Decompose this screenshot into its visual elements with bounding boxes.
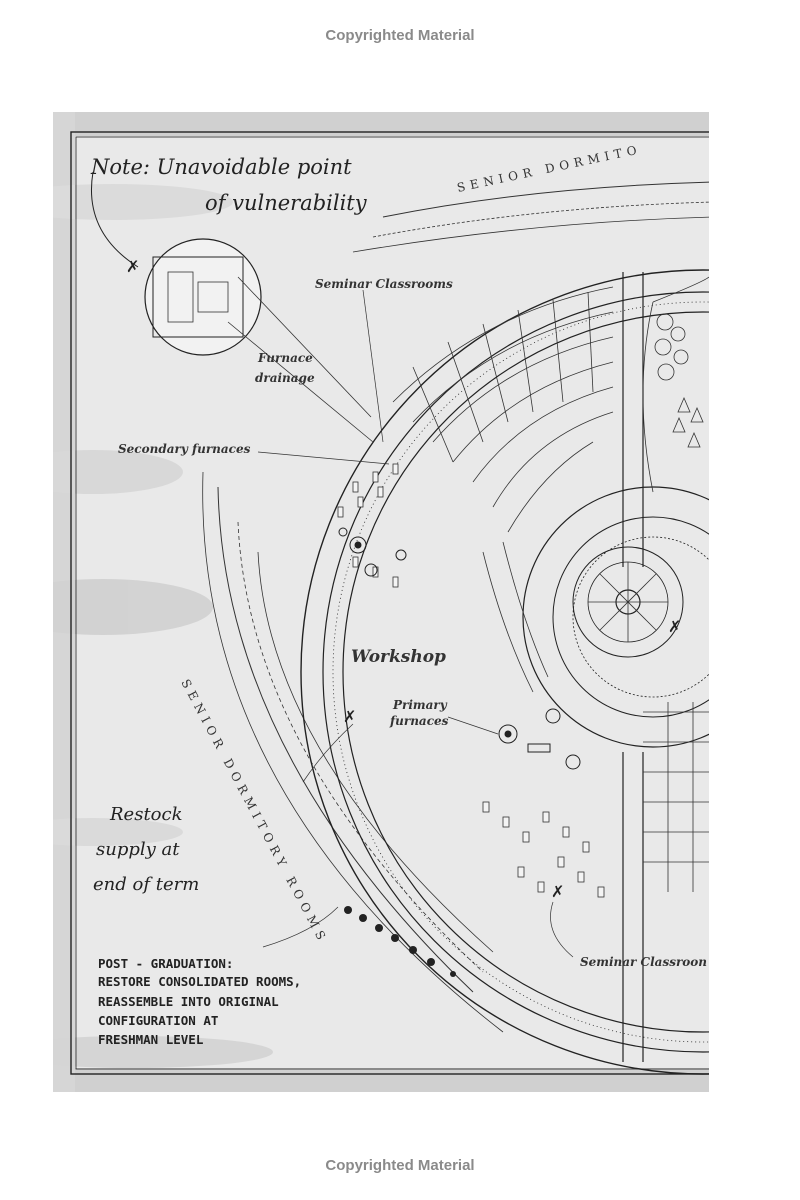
garden-trees: [642, 276, 709, 493]
classroom-blocks: [392, 286, 614, 533]
primary-furnace-cluster: [498, 708, 581, 770]
note-vulnerability-1: Note: Unavoidable point: [90, 155, 352, 179]
svg-text:✗: ✗: [126, 257, 139, 276]
dormitory-arc-top: [352, 181, 709, 253]
note-vulnerability-2: of vulnerability: [205, 191, 368, 215]
secondary-furnace-cluster: [338, 527, 407, 577]
svg-text:✗: ✗: [343, 707, 356, 726]
note-restock-3: end of term: [93, 874, 199, 895]
label-furnace-drainage-2: drainage: [255, 371, 315, 385]
note-post-graduation-4: CONFIGURATION AT: [98, 1013, 218, 1028]
campus-outer-wall: [300, 269, 709, 1075]
leader-lines: [257, 289, 574, 958]
note-post-graduation-1: POST - GRADUATION:: [98, 956, 233, 971]
svg-text:✗: ✗: [668, 617, 681, 636]
dormitory-room-marks: [344, 906, 456, 977]
note-post-graduation-2: RESTORE CONSOLIDATED ROOMS,: [98, 974, 301, 989]
map-border-inner: [75, 136, 709, 1070]
copyright-footer: Copyrighted Material: [325, 1157, 475, 1174]
copyright-header: Copyrighted Material: [325, 27, 475, 44]
note-post-graduation-5: FRESHMAN LEVEL: [98, 1032, 204, 1047]
dormitory-arc-left: [202, 471, 504, 1033]
note-post-graduation-3: REASSEMBLE INTO ORIGINAL: [98, 994, 279, 1009]
label-seminar-classrooms-top: Seminar Classrooms: [315, 277, 453, 291]
label-workshop: Workshop: [351, 647, 446, 667]
weathered-streaks: [53, 112, 709, 1092]
workshop-benches: [337, 463, 605, 898]
map-frame: ✗ ✗ ✗ ✗ SENIOR DORMITO SENIOR DORMITORY …: [53, 112, 709, 1092]
gear-spokes: [588, 562, 668, 642]
note-restock-1: Restock: [109, 804, 183, 825]
label-primary-furnaces-2: furnaces: [389, 714, 449, 728]
school-map: ✗ ✗ ✗ ✗ SENIOR DORMITO SENIOR DORMITORY …: [53, 112, 709, 1092]
label-furnace-drainage-1: Furnace: [257, 351, 313, 365]
map-border-outer: [70, 131, 709, 1075]
vulnerability-inset: ✗: [91, 171, 374, 443]
x-marks: ✗ ✗ ✗: [343, 617, 681, 901]
note-restock-2: supply at: [96, 839, 180, 860]
label-seminar-classrooms-bottom: Seminar Classroon: [580, 955, 707, 969]
label-secondary-furnaces: Secondary furnaces: [118, 442, 251, 456]
svg-text:✗: ✗: [551, 882, 564, 901]
classroom-blocks-lower: [482, 541, 709, 892]
label-primary-furnaces-1: Primary: [392, 698, 448, 712]
